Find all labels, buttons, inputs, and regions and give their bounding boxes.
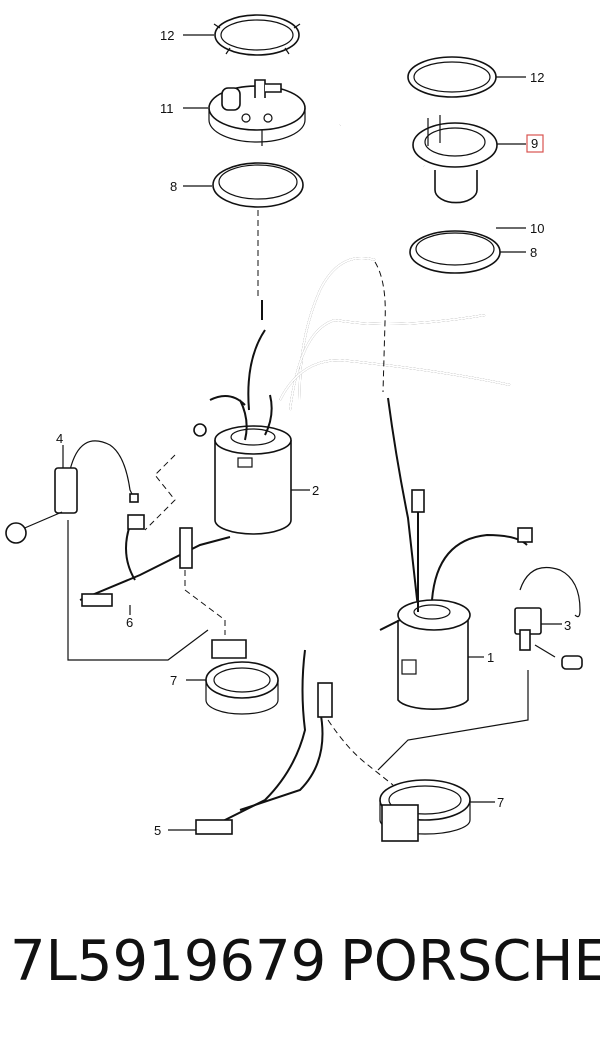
callout-8b: 8: [530, 245, 537, 260]
callout-2: 2: [312, 483, 319, 498]
dash-2-6: [144, 454, 176, 531]
callout-11: 11: [160, 101, 174, 116]
part-6-harness: [79, 514, 231, 607]
callout-5: 5: [154, 823, 161, 838]
callout-7b: 7: [497, 795, 504, 810]
callout-8a: 8: [170, 179, 177, 194]
callout-9-box: [526, 134, 544, 153]
part-12-ring-right: [407, 56, 497, 98]
part-10-elbow: [472, 206, 494, 230]
part-number: 7L5919679: [10, 929, 327, 994]
part-3-level-sender: [514, 566, 583, 670]
callout-12a: 12: [160, 28, 174, 43]
connector-4-7: [67, 520, 209, 661]
callout-6: 6: [126, 615, 133, 630]
callout-3: 3: [564, 618, 571, 633]
dash-6-7: [184, 570, 226, 635]
part-8-seal-right: [409, 230, 501, 274]
callout-12b: 12: [530, 70, 544, 85]
part-12-ring-left: [213, 14, 301, 56]
part-7-lockring-left: [205, 639, 279, 715]
connector-3-7: [377, 670, 529, 771]
callout-7a: 7: [170, 673, 177, 688]
fuel-lines: [247, 257, 528, 609]
dash-5-7: [327, 719, 394, 786]
callout-10: 10: [530, 221, 544, 236]
callout-1: 1: [487, 650, 494, 665]
part-8-seal-left: [212, 162, 304, 208]
callout-4: 4: [56, 431, 63, 446]
part-4-level-sender: [5, 440, 139, 544]
brand-name: PORSCHE: [340, 929, 600, 994]
part-11-flange-left: [208, 79, 306, 146]
caption: 7L5919679 PORSCHE: [10, 922, 600, 1002]
callout-9: 9: [531, 136, 538, 151]
part-9-flange-right: [338, 115, 498, 204]
part-5-harness: [195, 649, 333, 835]
part-7-lockring-right: [379, 779, 471, 842]
part-1-pump-module: [379, 489, 533, 710]
part-2-pump-module: [193, 394, 292, 535]
